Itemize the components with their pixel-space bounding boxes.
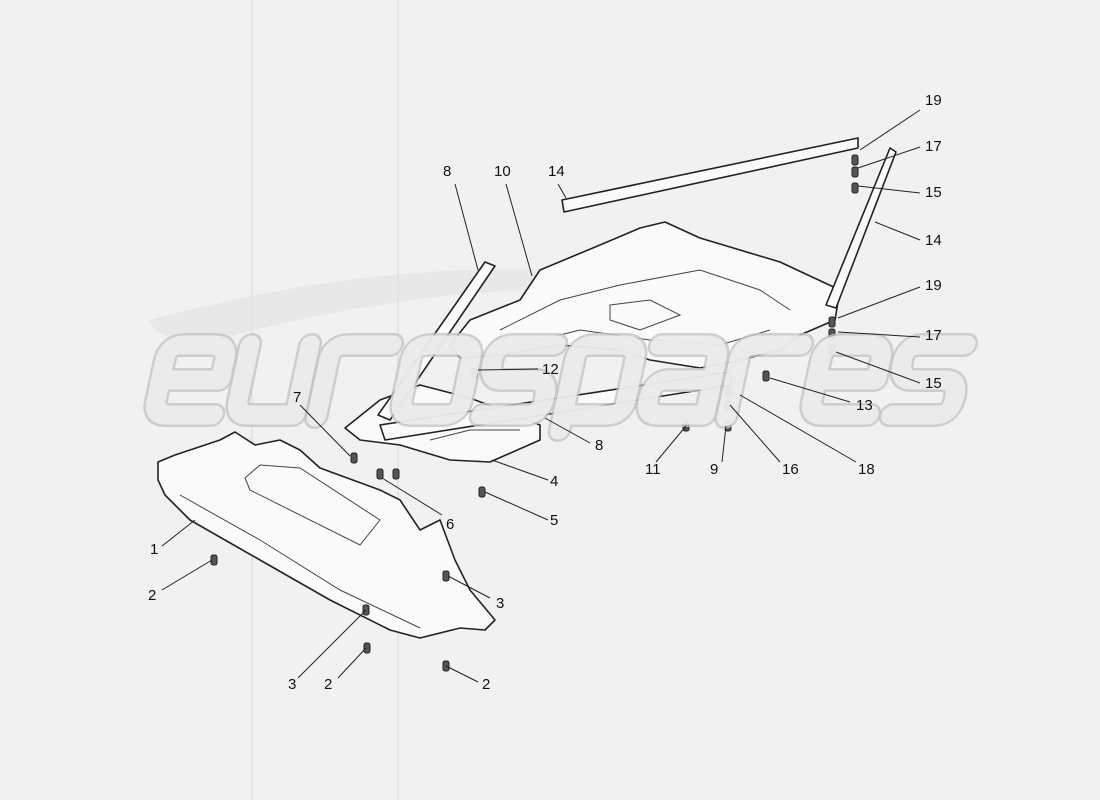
bolt-icon bbox=[350, 452, 358, 464]
leader-line bbox=[769, 377, 851, 403]
leader-line bbox=[874, 221, 921, 241]
bolt-icon bbox=[210, 554, 218, 566]
callout-label: 4 bbox=[550, 473, 558, 490]
leader-line bbox=[837, 331, 921, 338]
leader-line bbox=[835, 351, 921, 384]
bolt-icon bbox=[376, 468, 384, 480]
callout-label: 9 bbox=[710, 461, 718, 478]
leader-line bbox=[544, 417, 591, 444]
callout-label: 2 bbox=[482, 676, 490, 693]
callout-label: 15 bbox=[925, 375, 942, 392]
callout-label: 5 bbox=[550, 512, 558, 529]
front-undertray bbox=[157, 431, 496, 639]
leader-line bbox=[299, 404, 351, 457]
leader-line bbox=[297, 609, 367, 679]
bolt-icon bbox=[392, 468, 400, 480]
watermark-letter bbox=[878, 333, 979, 427]
bolt-icon bbox=[762, 370, 770, 382]
callout-label: 8 bbox=[443, 163, 451, 180]
watermark-logo bbox=[143, 333, 979, 442]
leader-line bbox=[445, 665, 479, 683]
watermark-letter bbox=[468, 333, 569, 427]
leader-line bbox=[447, 575, 491, 599]
bolt-icon bbox=[851, 182, 859, 194]
leader-line bbox=[161, 559, 213, 591]
callout-label: 14 bbox=[548, 163, 565, 180]
watermark-letter bbox=[143, 333, 238, 427]
callout-label: 2 bbox=[148, 587, 156, 604]
callout-label: 17 bbox=[925, 327, 942, 344]
watermark-letter bbox=[547, 333, 648, 442]
callout-label: 13 bbox=[856, 397, 873, 414]
leader-line bbox=[484, 491, 549, 521]
leader-line bbox=[477, 368, 539, 371]
callout-label: 10 bbox=[494, 163, 511, 180]
watermark-letter bbox=[635, 333, 730, 427]
leader-line bbox=[337, 647, 367, 679]
callout-label: 19 bbox=[925, 92, 942, 109]
callout-label: 15 bbox=[925, 184, 942, 201]
leader-line bbox=[454, 183, 479, 271]
leader-line bbox=[161, 519, 196, 547]
leader-line bbox=[491, 459, 549, 481]
leader-line bbox=[729, 404, 781, 463]
callout-label: 3 bbox=[288, 676, 296, 693]
callout-label: 18 bbox=[858, 461, 875, 478]
callout-label: 8 bbox=[595, 437, 603, 454]
callout-label: 6 bbox=[446, 516, 454, 533]
bolt-icon bbox=[478, 486, 486, 498]
brace-bar-right bbox=[825, 147, 897, 309]
leader-line bbox=[557, 183, 567, 199]
leader-line bbox=[739, 394, 857, 463]
callout-label: 1 bbox=[150, 541, 158, 558]
callout-label: 2 bbox=[324, 676, 332, 693]
bolt-icon bbox=[851, 154, 859, 166]
leader-line bbox=[857, 185, 921, 194]
callout-label: 7 bbox=[293, 389, 301, 406]
bolt-icon bbox=[363, 642, 371, 654]
watermark-letter bbox=[714, 333, 815, 429]
watermark-letter bbox=[389, 333, 484, 427]
leader-line bbox=[837, 286, 921, 319]
leader-line bbox=[721, 425, 727, 463]
callout-label: 11 bbox=[645, 461, 661, 478]
leader-line bbox=[505, 183, 533, 277]
watermark-letter bbox=[799, 333, 894, 427]
callout-label: 14 bbox=[925, 232, 942, 249]
bolt-icon bbox=[851, 166, 859, 178]
watermark-letter bbox=[225, 333, 323, 427]
watermark-swoosh bbox=[150, 269, 760, 345]
watermark-letter bbox=[304, 333, 405, 429]
leader-line bbox=[859, 109, 921, 151]
leader-line bbox=[655, 425, 687, 463]
leader-line bbox=[381, 477, 443, 516]
brace-bar-top bbox=[561, 137, 859, 213]
leader-line bbox=[857, 146, 921, 169]
bolt-icon bbox=[828, 316, 836, 328]
callout-label: 19 bbox=[925, 277, 942, 294]
callout-label: 12 bbox=[542, 361, 559, 378]
callout-label: 3 bbox=[496, 595, 504, 612]
callout-label: 16 bbox=[782, 461, 799, 478]
callout-label: 17 bbox=[925, 138, 942, 155]
